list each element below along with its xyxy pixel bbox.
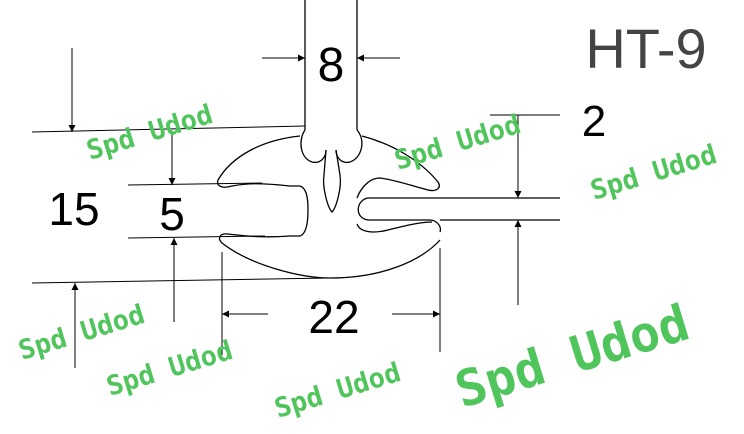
watermark: Spd Udod: [15, 299, 148, 367]
left-slot: [299, 185, 309, 237]
seal-profile: [216, 0, 560, 279]
watermark: Spd Udod: [587, 139, 720, 207]
dim-label-22: 22: [308, 291, 359, 343]
dim-label-15: 15: [48, 183, 99, 235]
right-upper-lobe: [356, 135, 440, 199]
upper-left-bulb: [300, 129, 327, 164]
upper-right-bulb: [335, 129, 363, 164]
center-v-notch: [322, 149, 342, 213]
watermark: Spd Udod: [83, 99, 216, 167]
dim-15-ext-top: [31, 125, 306, 133]
left-lower-lobe: [218, 233, 441, 279]
dim-label-2: 2: [582, 97, 606, 146]
dim-5-ext-bottom: [127, 235, 266, 239]
watermark: Spd Udod: [103, 335, 236, 403]
watermark: Spd Udod: [391, 109, 524, 177]
dim-label-5: 5: [159, 188, 185, 240]
left-upper-lobe: [216, 135, 301, 188]
dim-15-ext-bottom: [31, 277, 331, 284]
model-code: HT-9: [585, 17, 706, 80]
dimension-lines: [31, 48, 560, 368]
right-lower-lobe: [356, 221, 433, 233]
dim-label-8: 8: [318, 39, 345, 92]
lip-rounded-end: [357, 197, 369, 221]
watermark: Spd Udod: [271, 357, 404, 425]
dim-5-ext-top: [127, 182, 263, 186]
watermark: Spd Udod: [449, 294, 696, 420]
watermarks: Spd Udod Spd Udod Spd Udod Spd Udod Spd …: [15, 99, 720, 425]
horizontal-lip: [368, 197, 560, 233]
